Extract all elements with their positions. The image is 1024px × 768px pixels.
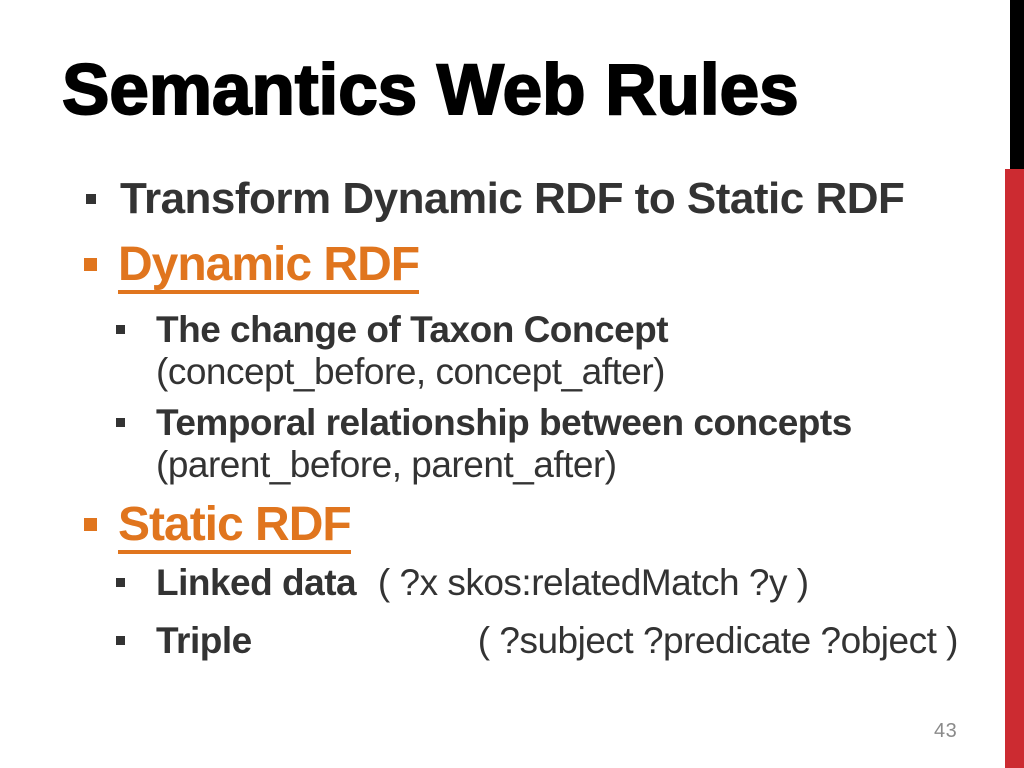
bullet-item-transform: Transform Dynamic RDF to Static RDF xyxy=(86,175,1016,223)
sub-bullet-taxon-concept-detail: (concept_before, concept_after) xyxy=(156,351,666,392)
bullet-square-icon xyxy=(84,258,97,271)
static-rdf-link[interactable]: Static RDF xyxy=(118,500,352,554)
bullet-square-icon xyxy=(84,518,97,531)
sub-bullet-linked-data-detail: ( ?x skos:relatedMatch ?y ) xyxy=(377,562,809,603)
bullet-square-icon xyxy=(116,325,125,334)
sub-bullet-triple: Triple ( ?subject ?predicate ?object ) xyxy=(116,620,1024,662)
sub-bullet-temporal-detail: (parent_before, parent_after) xyxy=(156,444,617,485)
bullet-item-static-rdf: Static RDF xyxy=(84,500,1014,554)
sub-bullet-triple-detail: ( ?subject ?predicate ?object ) xyxy=(477,620,959,661)
page-number: 43 xyxy=(934,720,958,742)
sub-bullet-taxon-concept-label: The change of Taxon Concept xyxy=(156,309,669,350)
sub-bullet-temporal-label: Temporal relationship between concepts xyxy=(156,402,852,443)
right-red-accent-bar xyxy=(1005,169,1024,768)
sub-bullet-temporal-relationship: Temporal relationship between concepts (… xyxy=(116,402,1024,486)
bullet-square-icon xyxy=(116,418,125,427)
sub-bullet-linked-data-label: Linked data xyxy=(156,562,357,603)
bullet-square-icon xyxy=(116,578,125,587)
bullet-item-transform-text: Transform Dynamic RDF to Static RDF xyxy=(120,174,905,223)
sub-bullet-taxon-concept: The change of Taxon Concept (concept_bef… xyxy=(116,309,1024,393)
sub-bullet-linked-data: Linked data ( ?x skos:relatedMatch ?y ) xyxy=(116,562,1024,604)
bullet-item-dynamic-rdf: Dynamic RDF xyxy=(84,240,1014,294)
top-right-black-bar xyxy=(1010,0,1024,169)
bullet-square-icon xyxy=(86,194,96,204)
sub-bullet-triple-label: Triple xyxy=(156,620,252,661)
slide-title: Semantics Web Rules xyxy=(61,51,800,130)
dynamic-rdf-link[interactable]: Dynamic RDF xyxy=(118,240,420,294)
bullet-square-icon xyxy=(116,636,125,645)
